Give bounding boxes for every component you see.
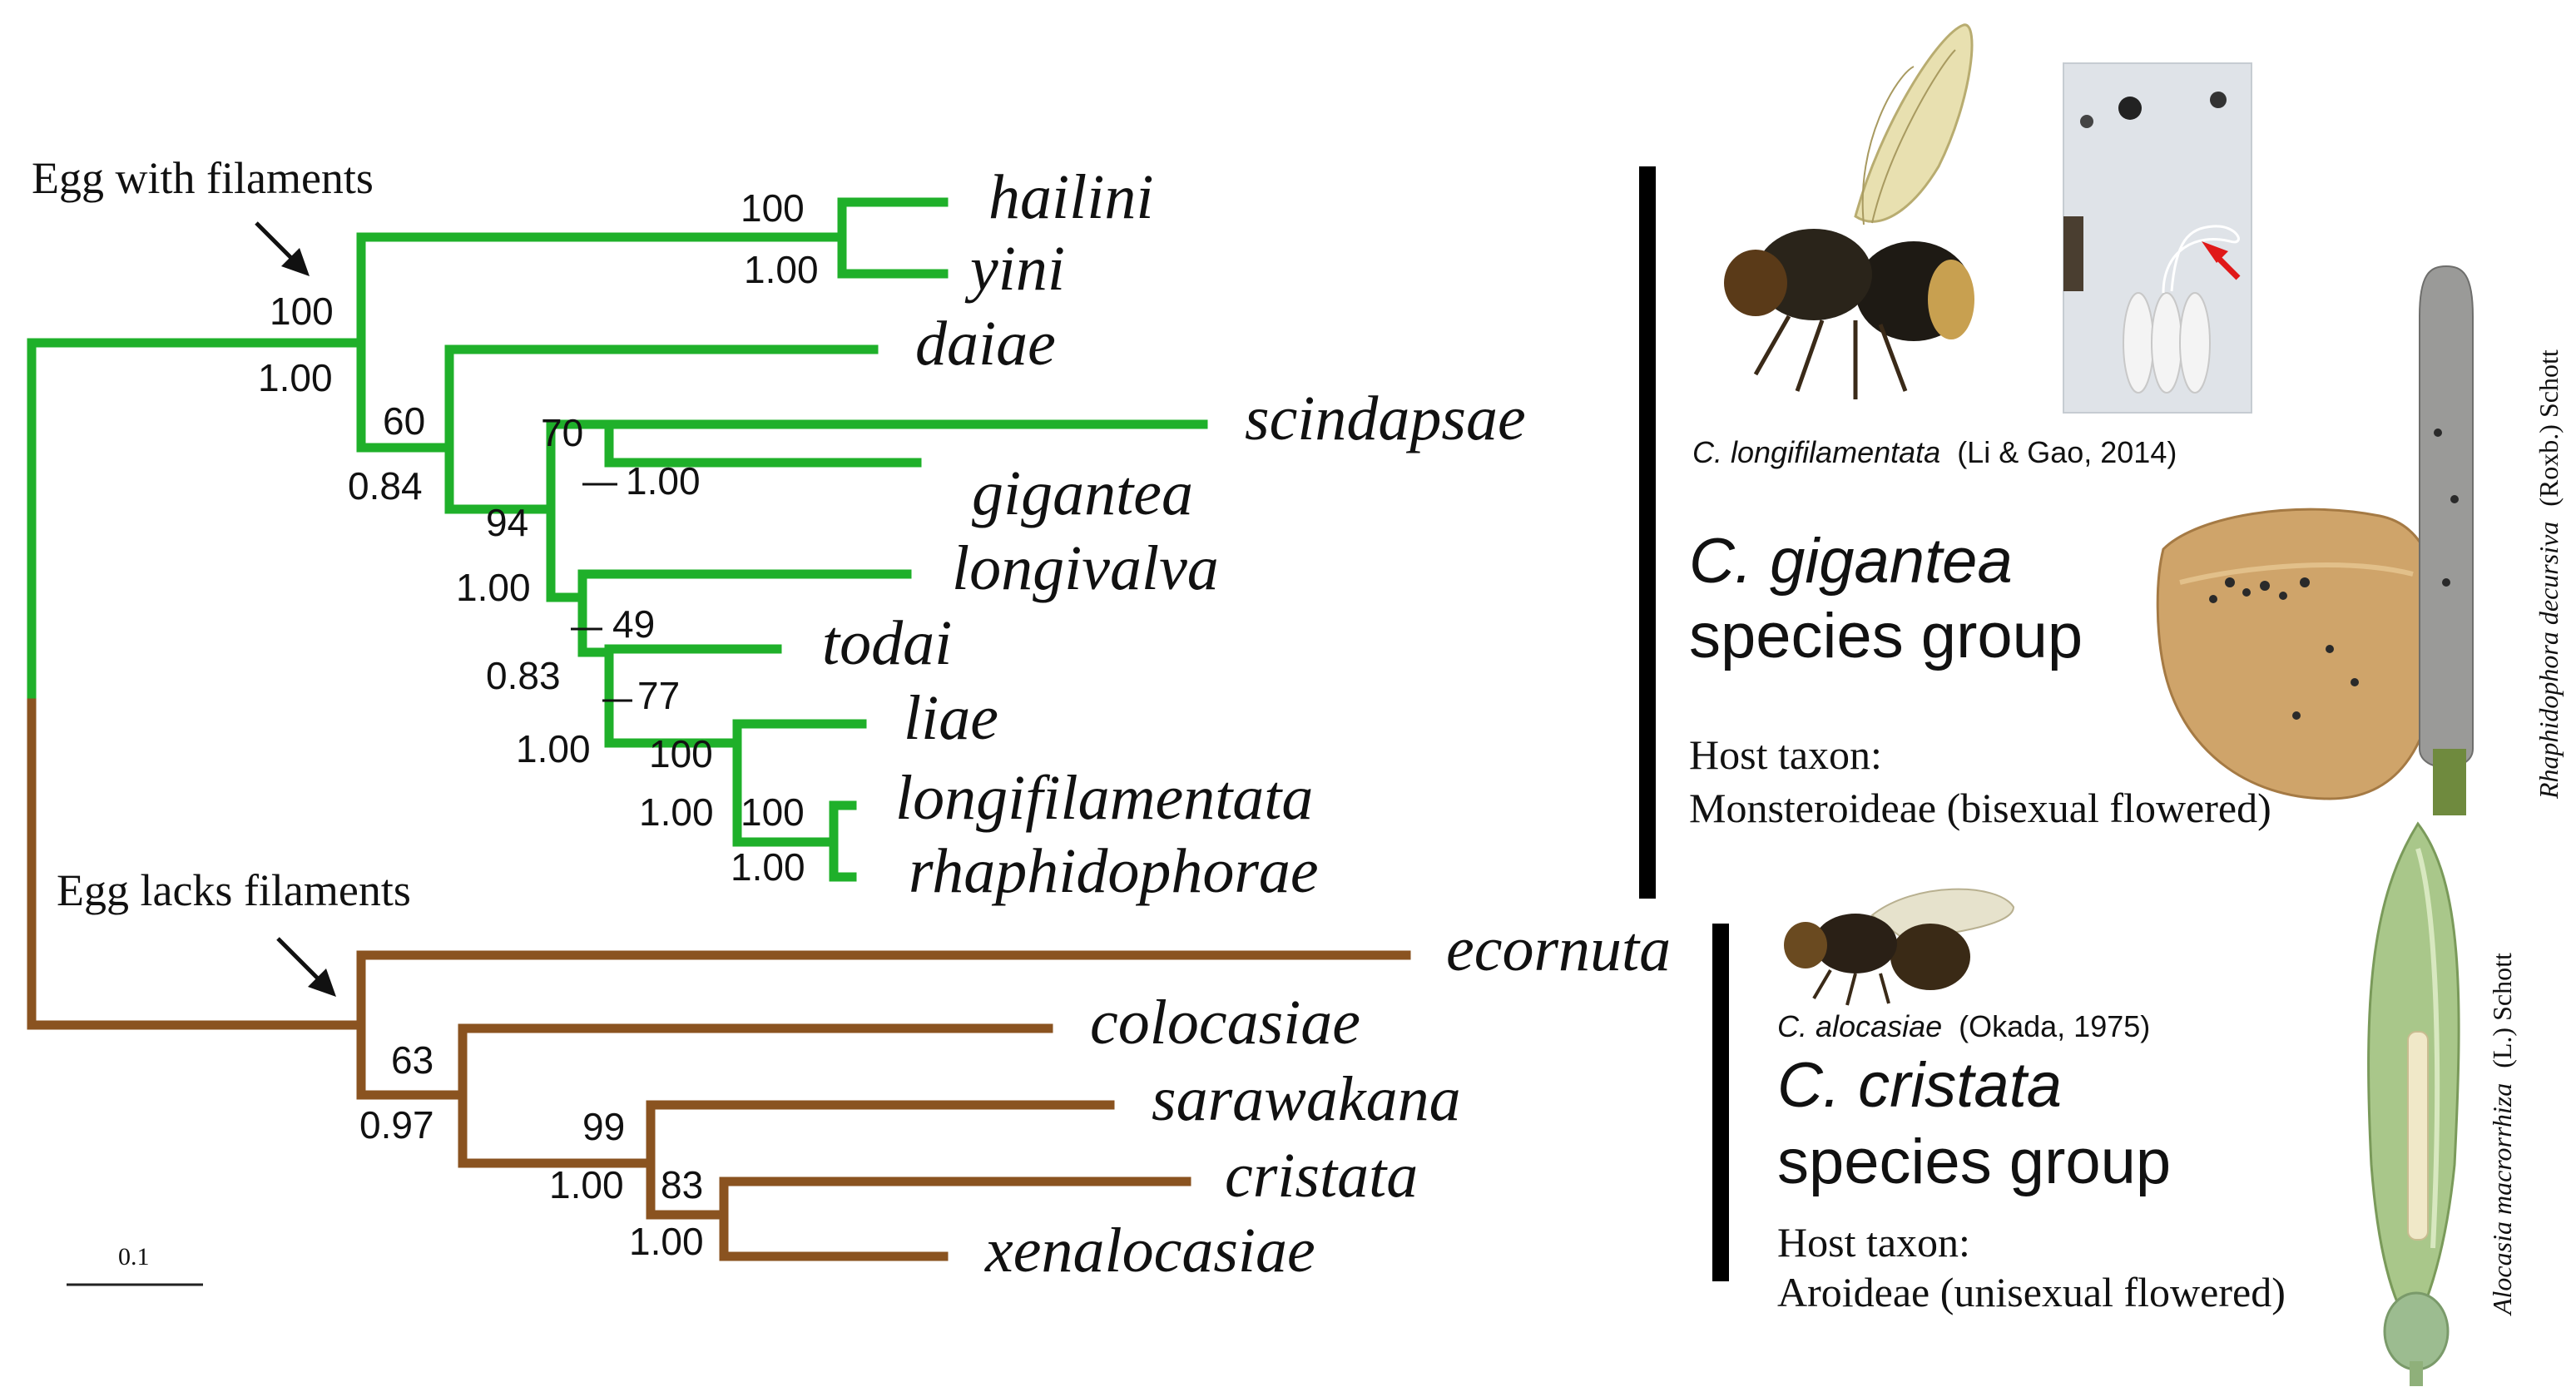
support-hy-bs: 100	[741, 186, 805, 230]
caption-longifilamentata-species: C. longifilamentata	[1692, 435, 1940, 469]
support-100b-pp: 1.00	[731, 845, 805, 889]
support-83-pp: 1.00	[629, 1220, 704, 1263]
caption-alocasiae-authority: (Okada, 1975)	[1959, 1009, 2150, 1043]
support-94-pp: 1.00	[456, 566, 531, 609]
support-b-pp: 0.97	[359, 1103, 434, 1147]
group-gigantea-host-value: Monsteroideae (bisexual flowered)	[1689, 785, 2271, 831]
caption-rhaphidophora-species: Rhaphidophora decursiva	[2534, 522, 2564, 800]
group-gigantea-bar	[1639, 166, 1656, 899]
fly-photo-alocasiae	[1784, 888, 2015, 1006]
egg-lacks-arrow-icon	[276, 937, 336, 997]
taxon-colocasiae: colocasiae	[1090, 988, 1360, 1058]
svg-text:Rhaphidophora decursiva (R: Rhaphidophora decursiva (Roxb.) Schott	[2534, 349, 2564, 800]
support-a-pp: 1.00	[258, 356, 333, 399]
taxon-gigantea: gigantea	[972, 458, 1193, 528]
group-cristata-title: C. cristata	[1777, 1050, 2062, 1121]
support-hy-pp: 1.00	[744, 248, 819, 291]
group-cristata-host-label: Host taxon:	[1777, 1219, 1970, 1266]
support-94-bs: 94	[486, 501, 528, 544]
taxon-labels: hailini yini daiae scindapsae gigantea l…	[822, 162, 1671, 1285]
scale-bar: 0.1	[67, 1243, 203, 1286]
taxon-cristata: cristata	[1225, 1141, 1418, 1211]
svg-text:C. longifilamentata (Li &: C. longifilamentata (Li & Gao, 2014)	[1692, 435, 2177, 469]
taxon-daiae: daiae	[915, 309, 1056, 379]
taxon-liae: liae	[904, 683, 998, 753]
caption-alocasiae-species: C. alocasiae	[1777, 1009, 1942, 1043]
taxon-todai: todai	[822, 608, 952, 678]
egg-with-arrow-icon	[255, 221, 310, 276]
support-60-pp: 0.84	[348, 464, 423, 508]
taxon-longivalva: longivalva	[952, 533, 1219, 603]
support-100b-bs: 100	[741, 790, 805, 834]
taxon-rhaphidophorae: rhaphidophorae	[909, 836, 1319, 906]
support-100a-bs: 100	[649, 732, 713, 775]
support-70-pp: 1.00	[626, 459, 701, 503]
caption-alocasia-authority: (L.) Schott	[2487, 953, 2517, 1068]
support-49-pp: 0.83	[486, 654, 561, 697]
support-99-pp: 1.00	[549, 1163, 624, 1206]
clade-cristata-branches	[27, 698, 1411, 1261]
node-ticks	[571, 483, 632, 702]
plant-photo-alocasia	[2367, 821, 2460, 1386]
support-60-bs: 60	[383, 399, 425, 443]
support-83-bs: 83	[661, 1163, 703, 1206]
group-cristata-host-value: Aroideae (unisexual flowered)	[1777, 1269, 2286, 1315]
group-gigantea-subtitle: species group	[1689, 601, 2083, 671]
egg-photo	[2063, 62, 2252, 414]
taxon-hailini: hailini	[988, 162, 1153, 232]
svg-text:C. alocasiae (Okada, 1975): C. alocasiae (Okada, 1975)	[1777, 1009, 2150, 1043]
support-99-bs: 99	[582, 1105, 625, 1148]
taxon-scindapsae: scindapsae	[1245, 384, 1526, 453]
support-b-bs: 63	[391, 1038, 433, 1082]
taxon-ecornuta: ecornuta	[1446, 914, 1671, 984]
group-gigantea-title: C. gigantea	[1689, 526, 2013, 597]
group-cristata-subtitle: species group	[1777, 1127, 2171, 1197]
fly-photo-longifilamentata	[1724, 23, 1974, 399]
group-cristata-bar	[1712, 924, 1729, 1281]
group-gigantea-host-label: Host taxon:	[1689, 731, 1882, 778]
support-49-bs: 49	[612, 602, 655, 646]
taxon-longifilamentata: longifilamentata	[895, 763, 1313, 833]
taxon-xenalocasiae: xenalocasiae	[984, 1216, 1315, 1285]
caption-rhaphidophora-authority: (Roxb.) Schott	[2534, 349, 2564, 507]
svg-text:Alocasia macrorrhiza (L.): Alocasia macrorrhiza (L.) Schott	[2487, 953, 2517, 1316]
support-70-bs: 70	[541, 411, 583, 454]
egg-with-filaments-label: Egg with filaments	[32, 153, 374, 203]
support-77-pp: 1.00	[516, 727, 591, 770]
caption-alocasia-species: Alocasia macrorrhiza	[2487, 1083, 2517, 1316]
taxon-sarawakana: sarawakana	[1152, 1064, 1461, 1134]
taxon-yini: yini	[964, 234, 1065, 304]
support-100a-pp: 1.00	[639, 790, 714, 834]
egg-lacks-filaments-label: Egg lacks filaments	[57, 865, 411, 915]
support-a-bs: 100	[270, 290, 334, 333]
scale-bar-label: 0.1	[118, 1243, 150, 1271]
support-77-bs: 77	[637, 674, 680, 717]
caption-longifilamentata-authority: (Li & Gao, 2014)	[1957, 435, 2177, 469]
plant-photo-rhaphidophora	[2156, 265, 2474, 815]
support-values: 100 1.00 100 1.00 60 0.84 70 1.00 94 1.0…	[258, 186, 819, 1263]
clade-gigantea-branches	[27, 197, 1208, 882]
